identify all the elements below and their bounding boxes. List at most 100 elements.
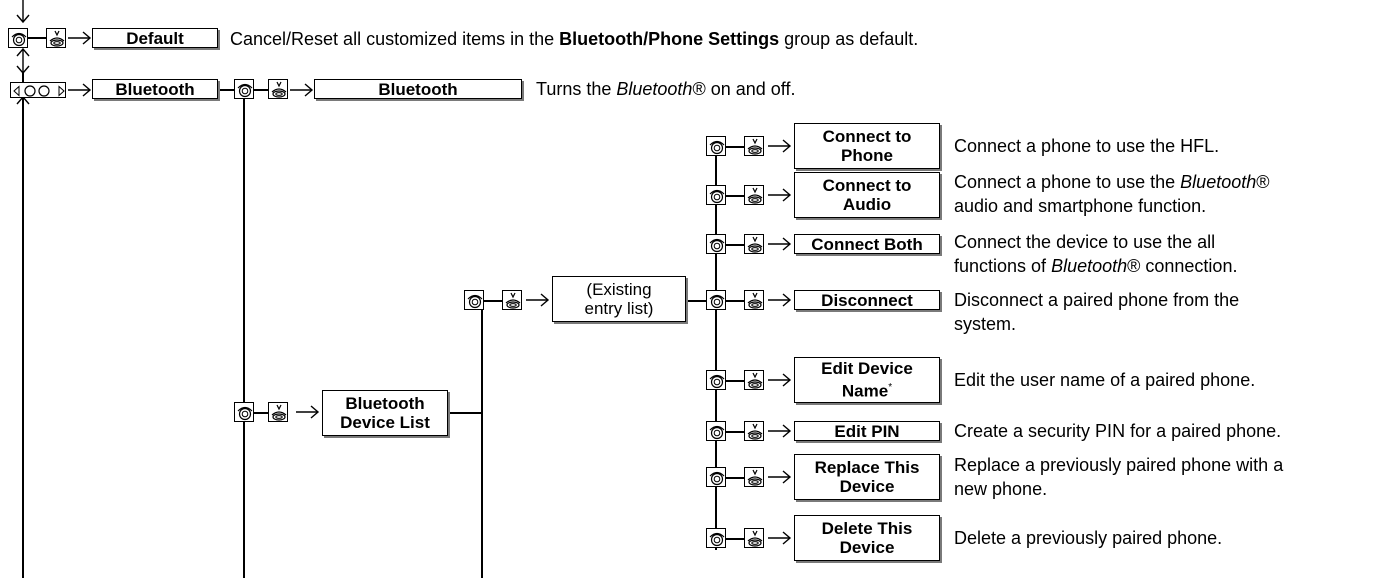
bluetooth-branch-line [243,99,245,578]
rotary-dial-icon [706,528,726,548]
right-arrow-icon [768,530,792,546]
press-button-icon [744,136,764,156]
item-desc-line2: audio and smartphone function. [954,196,1207,216]
item-label-2: Phone [841,146,893,165]
item-label-1: Disconnect [821,290,913,310]
press-button-icon [744,370,764,390]
right-arrow-icon [296,404,320,420]
item-label-1: Connect Both [811,234,923,254]
item-label-2: Name [841,381,889,401]
right-arrow-icon [768,236,792,252]
rotary-dial-icon [706,234,726,254]
bluetooth-toggle-label: Bluetooth [378,79,458,99]
right-arrow-icon [768,187,792,203]
default-desc-text: Cancel/Reset all customized items in the [230,29,560,49]
device-list-label-1: Bluetooth [345,394,425,413]
right-arrow-icon [768,469,792,485]
press-button-icon [268,402,288,422]
right-arrow-icon [768,423,792,439]
bluetooth-toggle-box[interactable]: Bluetooth [314,79,522,99]
press-button-icon [744,421,764,441]
rotary-dial-icon [464,290,484,310]
right-arrow-icon [68,82,92,98]
rotary-dial-icon [706,421,726,441]
right-arrow-icon [768,292,792,308]
default-menu-box[interactable]: Default [92,28,218,48]
left-right-selector-icon [10,82,66,98]
item-label-2: Audio [842,195,892,214]
existing-entry-label-1: (Existing [586,280,652,299]
up-down-arrow-icon [16,48,30,74]
rotary-dial-icon [234,402,254,422]
connector-line [220,89,234,91]
replace-this-device-description: Replace a previously paired phone with a… [954,453,1283,501]
bt-desc-tail: ® on and off. [692,79,796,99]
connector-line [450,412,482,414]
right-arrow-icon [768,372,792,388]
item-desc: Delete a previously paired phone. [954,528,1223,548]
item-desc-tail: ® [1256,172,1270,192]
connect-both-description: Connect the device to use the all functi… [954,230,1237,278]
edit-pin-box[interactable]: Edit PIN [794,421,940,441]
connector-line [726,380,744,382]
connector-line [254,412,268,414]
bluetooth-description: Turns the Bluetooth® on and off. [536,77,795,101]
item-desc-italic: Bluetooth [1051,256,1128,276]
edit-device-name-box[interactable]: Edit Device Name* [794,357,940,403]
right-arrow-icon [768,138,792,154]
edit-device-name-description: Edit the user name of a paired phone. [954,368,1255,392]
default-desc-bold: Bluetooth/Phone Settings [559,29,780,49]
device-list-branch-line [481,300,483,578]
connector-line [726,146,744,148]
delete-this-device-box[interactable]: Delete This Device [794,515,940,561]
rotary-dial-icon [706,136,726,156]
connector-line [726,431,744,433]
item-label-2: Device [839,477,895,496]
item-desc: Connect the device to use the all [954,232,1216,252]
edit-pin-description: Create a security PIN for a paired phone… [954,419,1281,443]
device-list-box[interactable]: Bluetooth Device List [322,390,448,436]
item-desc-italic: Bluetooth [1180,172,1257,192]
disconnect-description: Disconnect a paired phone from the syste… [954,288,1239,336]
bluetooth-label: Bluetooth [115,79,195,99]
press-button-icon [502,290,522,310]
connect-to-phone-box[interactable]: Connect to Phone [794,123,940,169]
connector-line [484,300,502,302]
item-desc: Disconnect a paired phone from the [954,290,1240,310]
bt-desc-italic: Bluetooth [616,79,693,99]
item-label-2: Device [839,538,895,557]
press-button-icon [744,467,764,487]
footnote-marker: * [888,382,893,394]
connect-to-phone-description: Connect a phone to use the HFL. [954,134,1219,158]
rotary-dial-icon [234,79,254,99]
replace-this-device-box[interactable]: Replace This Device [794,454,940,500]
press-button-icon [744,528,764,548]
down-arrow-icon [16,0,30,24]
right-arrow-icon [68,30,92,46]
disconnect-box[interactable]: Disconnect [794,290,940,310]
right-arrow-icon [290,82,314,98]
item-desc-tail: ® connection. [1127,256,1238,276]
item-desc: Replace a previously paired phone with a [954,455,1284,475]
connector-line [726,477,744,479]
connector-line [726,195,744,197]
connect-both-box[interactable]: Connect Both [794,234,940,254]
item-label-1: Delete This [821,519,913,538]
right-arrow-icon [526,292,550,308]
connector-line [726,244,744,246]
default-description: Cancel/Reset all customized items in the… [230,27,918,51]
rotary-dial-icon [706,467,726,487]
connector-line [254,89,268,91]
connect-to-audio-box[interactable]: Connect to Audio [794,172,940,218]
bluetooth-menu-box[interactable]: Bluetooth [92,79,218,99]
existing-entry-list-box[interactable]: (Existing entry list) [552,276,686,322]
connector-line [726,300,744,302]
delete-this-device-description: Delete a previously paired phone. [954,526,1222,550]
item-desc: Edit the user name of a paired phone. [954,370,1256,390]
main-vertical-line [22,72,24,578]
connector-line [28,37,46,39]
item-desc: Create a security PIN for a paired phone… [954,421,1282,441]
rotary-dial-icon [706,290,726,310]
item-desc-line2: new phone. [954,479,1048,499]
press-button-icon [744,185,764,205]
